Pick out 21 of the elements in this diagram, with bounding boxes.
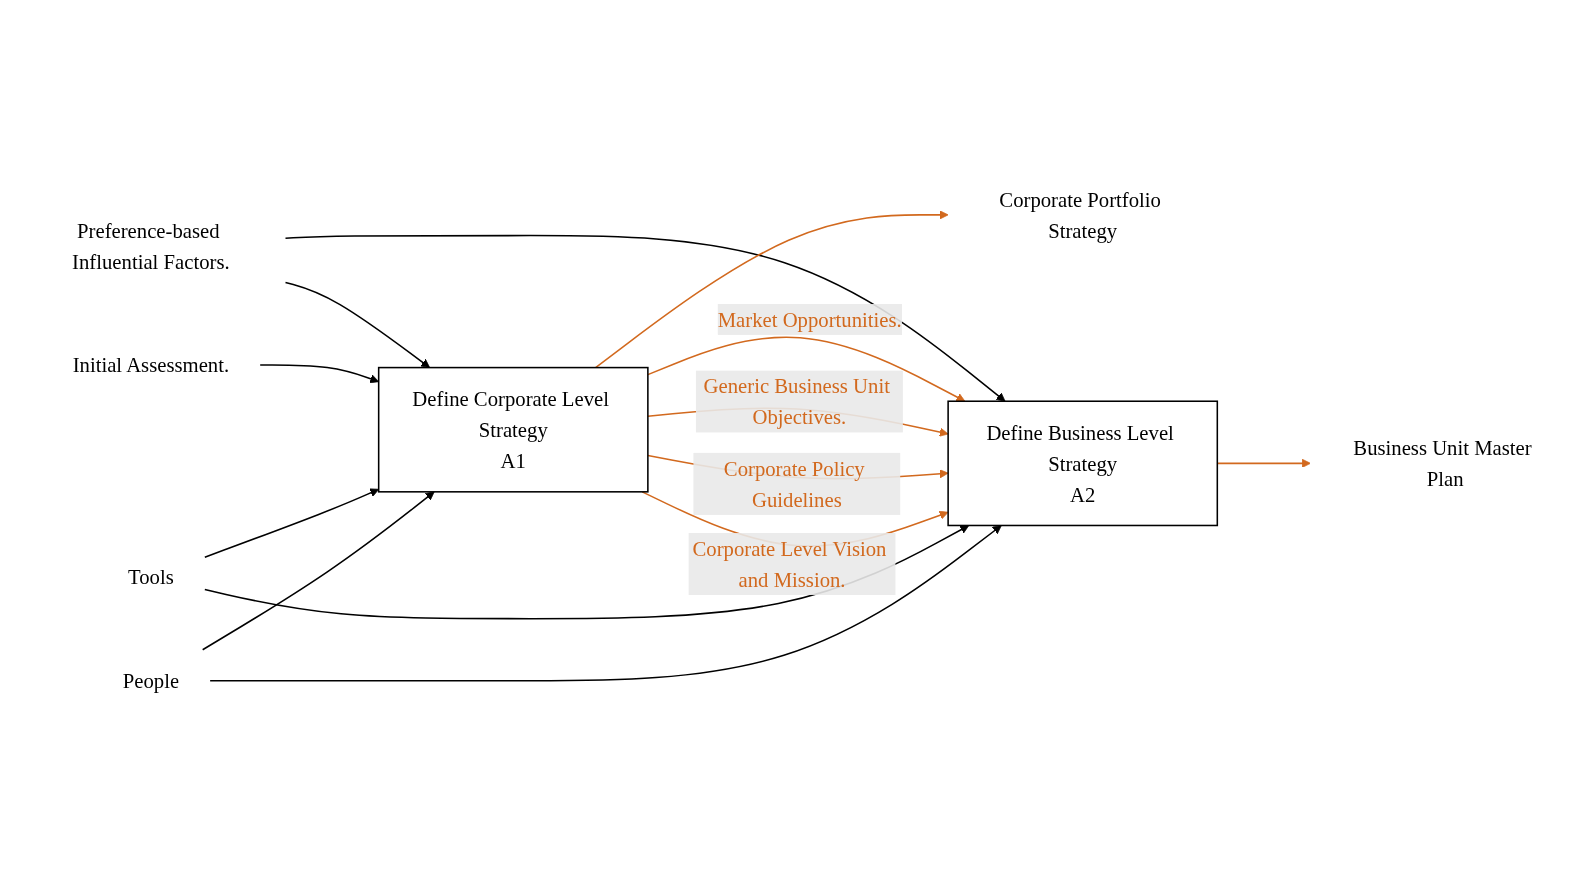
node-text: Initial Assessment. — [72, 353, 229, 377]
arrow — [594, 210, 949, 369]
node-text: Corporate Portfolio Strategy — [998, 187, 1161, 242]
node-box: Define Corporate Level Strategy A1 — [377, 366, 649, 493]
edge-label: Generic Business Unit Objectives. — [703, 374, 890, 429]
node-text: Preference-based Influential Factors. — [71, 218, 230, 273]
edge-label: Corporate Level Vision and Mission. — [692, 537, 886, 591]
node-text: People — [122, 669, 179, 693]
edge-label: Market Opportunities. — [717, 307, 902, 331]
node-text: Business Unit Master Plan — [1352, 436, 1532, 491]
arrow — [284, 281, 430, 368]
arrow — [203, 488, 379, 558]
arrow — [201, 491, 435, 651]
edge-label: Corporate Policy Guidelines — [723, 456, 865, 511]
arrow — [284, 234, 1005, 402]
arrow — [258, 364, 379, 384]
arrow — [1216, 458, 1311, 468]
node-text: Tools — [127, 565, 174, 589]
arrow — [203, 525, 969, 620]
arrow — [208, 525, 1002, 682]
node-box: Define Business Level Strategy A2 — [946, 400, 1218, 527]
